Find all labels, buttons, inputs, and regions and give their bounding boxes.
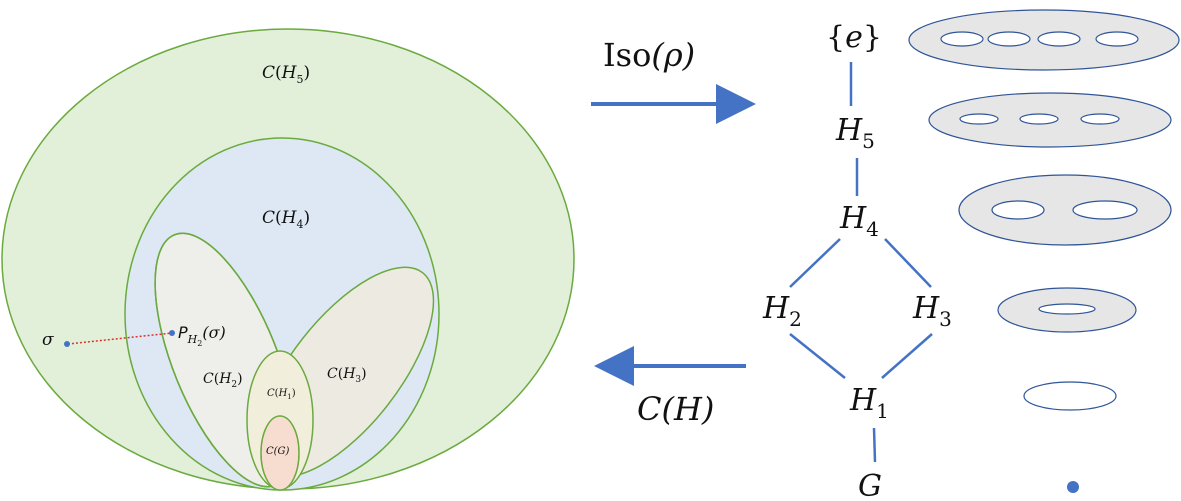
- outer-label: C(H5): [262, 63, 310, 86]
- surface-genus-3: [928, 92, 1172, 148]
- surface-genus-2: [958, 174, 1172, 246]
- node-h3: H3: [912, 291, 952, 331]
- middle-label: C(H4): [262, 208, 310, 231]
- core-ellipse: [260, 415, 300, 491]
- right-petal-label: C(H3): [327, 366, 367, 385]
- surface-point: [1067, 481, 1079, 493]
- projection-dotted-line: [67, 332, 173, 345]
- subgroup-lattice: {e} H5 H4 H2 H3 H1 G: [762, 20, 952, 501]
- sigma-label: σ: [42, 330, 54, 350]
- projection-point: [169, 330, 175, 336]
- edge-h4-h2: [789, 238, 841, 288]
- node-h4: H4: [839, 201, 879, 241]
- iso-rho-label: Iso(ρ): [603, 36, 695, 74]
- left-petal-label: C(H2): [203, 371, 243, 390]
- inner-label: C(H1): [267, 388, 296, 401]
- surface-genus-4: [908, 9, 1180, 71]
- ch-label: C(H): [637, 390, 714, 428]
- projection-label: PH2(σ): [178, 323, 226, 348]
- node-g: G: [858, 469, 882, 501]
- edge-h1-g: [872, 427, 877, 463]
- node-h5: H5: [835, 113, 875, 153]
- surfaces-column: [908, 9, 1180, 493]
- core-label: C(G): [266, 446, 290, 457]
- node-e: {e}: [826, 20, 882, 55]
- edge-h2-h1: [789, 333, 846, 379]
- bottom-arrow: C(H): [594, 346, 746, 428]
- venn-diagram: C(H5) C(H4) C(H2) C(H3) C(H1) C(G) σ PH2…: [1, 28, 575, 491]
- top-arrow: Iso(ρ): [591, 36, 756, 124]
- edge-h4-h3: [884, 238, 932, 288]
- edge-h3-h1: [881, 333, 933, 379]
- surface-circle: [1023, 381, 1117, 411]
- surface-genus-1: [997, 287, 1137, 333]
- sigma-point: [64, 341, 70, 347]
- node-h2: H2: [762, 291, 802, 331]
- node-h1: H1: [849, 383, 889, 423]
